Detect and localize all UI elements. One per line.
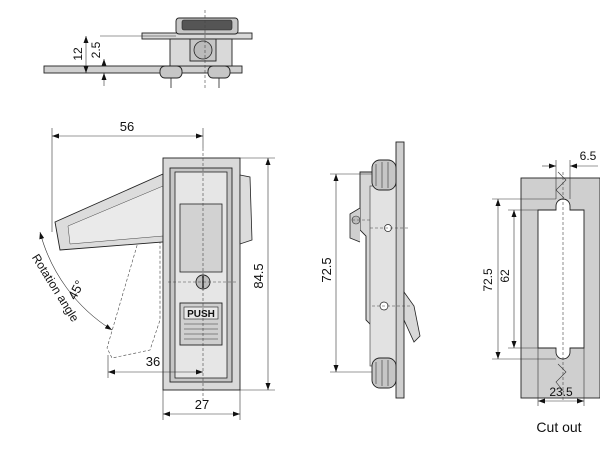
side-view-lever	[403, 290, 421, 343]
side-view-stud-top	[371, 159, 397, 191]
side-view-stud-bottom	[371, 357, 397, 389]
cutout-view: 6.5 72.5 62 23.5 Cut out	[481, 149, 600, 435]
top-view: 12 2.5	[43, 10, 253, 88]
side-view-plate	[395, 141, 405, 399]
push-label: PUSH	[187, 309, 215, 320]
front-view: PUSH 56 84.5 27 36 45° Rotation angle	[29, 119, 275, 420]
side-view: 72.5	[319, 141, 421, 399]
dim-front-height-body: 84.5	[251, 263, 266, 288]
dim-front-width-handle: 56	[120, 119, 134, 134]
dim-front-handle-offset: 36	[146, 354, 160, 369]
rotation-angle-arc	[39, 231, 113, 331]
cutout-caption: Cut out	[536, 419, 581, 435]
dim-top-height-flange: 2.5	[89, 41, 103, 58]
dim-cutout-width: 23.5	[549, 385, 573, 399]
dim-cutout-total-height: 72.5	[481, 268, 495, 292]
dim-side-height: 72.5	[319, 257, 334, 282]
dim-top-height-total: 12	[71, 47, 85, 61]
dim-cutout-slot-width: 6.5	[580, 149, 597, 163]
top-view-stud-right	[207, 65, 231, 79]
dim-front-width-body: 27	[195, 397, 209, 412]
dim-cutout-inner-height: 62	[498, 269, 512, 283]
upper-recess	[179, 203, 223, 273]
top-view-stud-left	[159, 65, 183, 79]
cutout-opening	[537, 198, 585, 360]
